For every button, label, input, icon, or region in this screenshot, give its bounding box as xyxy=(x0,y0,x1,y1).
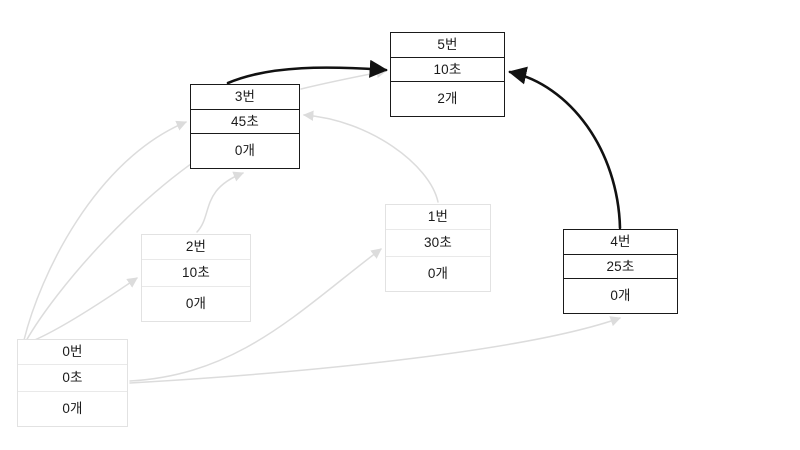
node-2-id-label: 2번 xyxy=(185,239,207,255)
node-1-time-label: 30초 xyxy=(386,229,490,256)
node-0-count-label: 0개 xyxy=(18,391,127,426)
edge-node-0-to-node-3 xyxy=(23,120,187,341)
node-4-id-label: 4번 xyxy=(610,234,631,250)
edge-node-3-to-node-5 xyxy=(300,67,388,90)
node-2-count-label: 0개 xyxy=(142,286,250,321)
node-3-count-label: 0개 xyxy=(191,133,299,168)
edge-node-1-to-node-3 xyxy=(302,110,439,203)
node-5-time-label: 10초 xyxy=(391,57,504,81)
node-4-count-label: 0개 xyxy=(564,278,677,313)
node-3-time-label: 45초 xyxy=(191,109,299,133)
node-5-count-label: 2개 xyxy=(391,81,504,116)
edge-node-2-to-node-3 xyxy=(196,171,244,233)
node-4-time-label: 25초 xyxy=(564,254,677,278)
edges-group xyxy=(23,59,622,384)
edge-node-0-to-node-2 xyxy=(29,277,138,343)
edge-node-4-to-node-5 xyxy=(508,66,622,230)
node-3-id-label: 3번 xyxy=(234,89,256,105)
node-0-id-label: 0번 xyxy=(62,344,83,360)
edge-node-3-to-node-5 xyxy=(226,59,388,85)
node-0-time-label: 0초 xyxy=(18,364,127,391)
node-5-id-label: 5번 xyxy=(437,37,458,53)
node-1-id-label: 1번 xyxy=(427,209,449,225)
edge-node-0-to-node-4 xyxy=(129,316,621,384)
node-2-time-label: 10초 xyxy=(142,259,250,286)
node-1-count-label: 0개 xyxy=(386,256,490,291)
edge-node-0-to-node-1 xyxy=(129,248,382,382)
